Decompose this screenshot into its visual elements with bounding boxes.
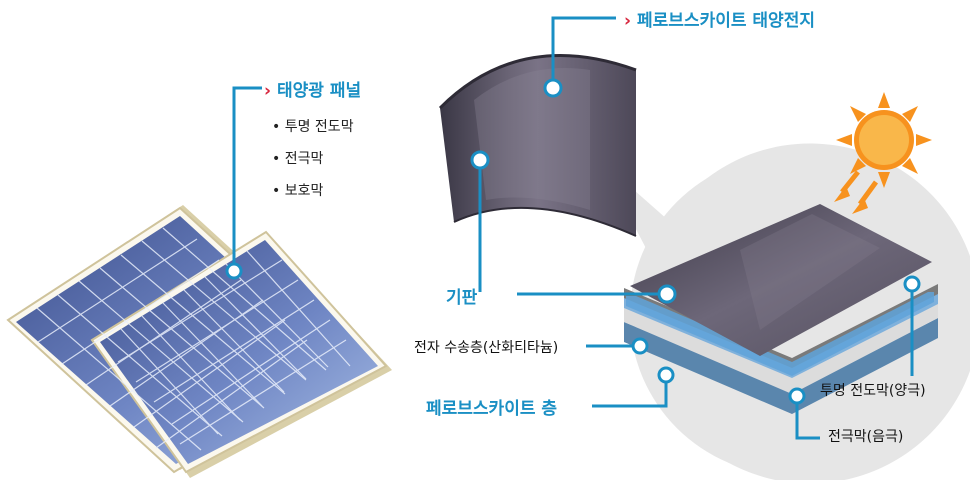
solar-panel-title-text: 태양광 패널 (277, 81, 362, 101)
panel-callout-dot (225, 262, 243, 280)
solar-panel-title: ›태양광 패널 (264, 76, 361, 101)
panel-item-electrode: 전극막 (272, 148, 324, 168)
panel-callout-line (232, 86, 262, 271)
perovskite-cell-title-text: 페로브스카이트 태양전지 (637, 11, 815, 31)
solar-panels-illustration (6, 205, 392, 478)
perovskite-cell-title: ›페로브스카이트 태양전지 (624, 6, 815, 31)
sun-ray-arrowheads (834, 186, 868, 214)
label-electron-transport-layer: 전자 수송층(산화티타늄) (414, 340, 559, 356)
cell-callout-lines (478, 16, 914, 440)
cell-callout-dots (470, 78, 921, 405)
sun-icon (836, 92, 932, 188)
label-substrate: 기판 (446, 288, 478, 308)
panel-grid-lines (36, 227, 351, 451)
chevron-right-icon: › (264, 81, 272, 101)
label-transparent-electrode-anode: 투명 전도막(양극) (820, 383, 926, 399)
panel-item-transparent-electrode: 투명 전도막 (272, 116, 354, 136)
label-electrode-cathode: 전극막(음극) (828, 429, 904, 445)
flexible-perovskite-sheet (438, 54, 637, 237)
chevron-right-icon: › (624, 11, 632, 31)
label-perovskite-layer: 페로브스카이트 층 (426, 399, 558, 419)
perovskite-cell-layers (624, 204, 938, 414)
panel-item-protective: 보호막 (272, 180, 324, 200)
